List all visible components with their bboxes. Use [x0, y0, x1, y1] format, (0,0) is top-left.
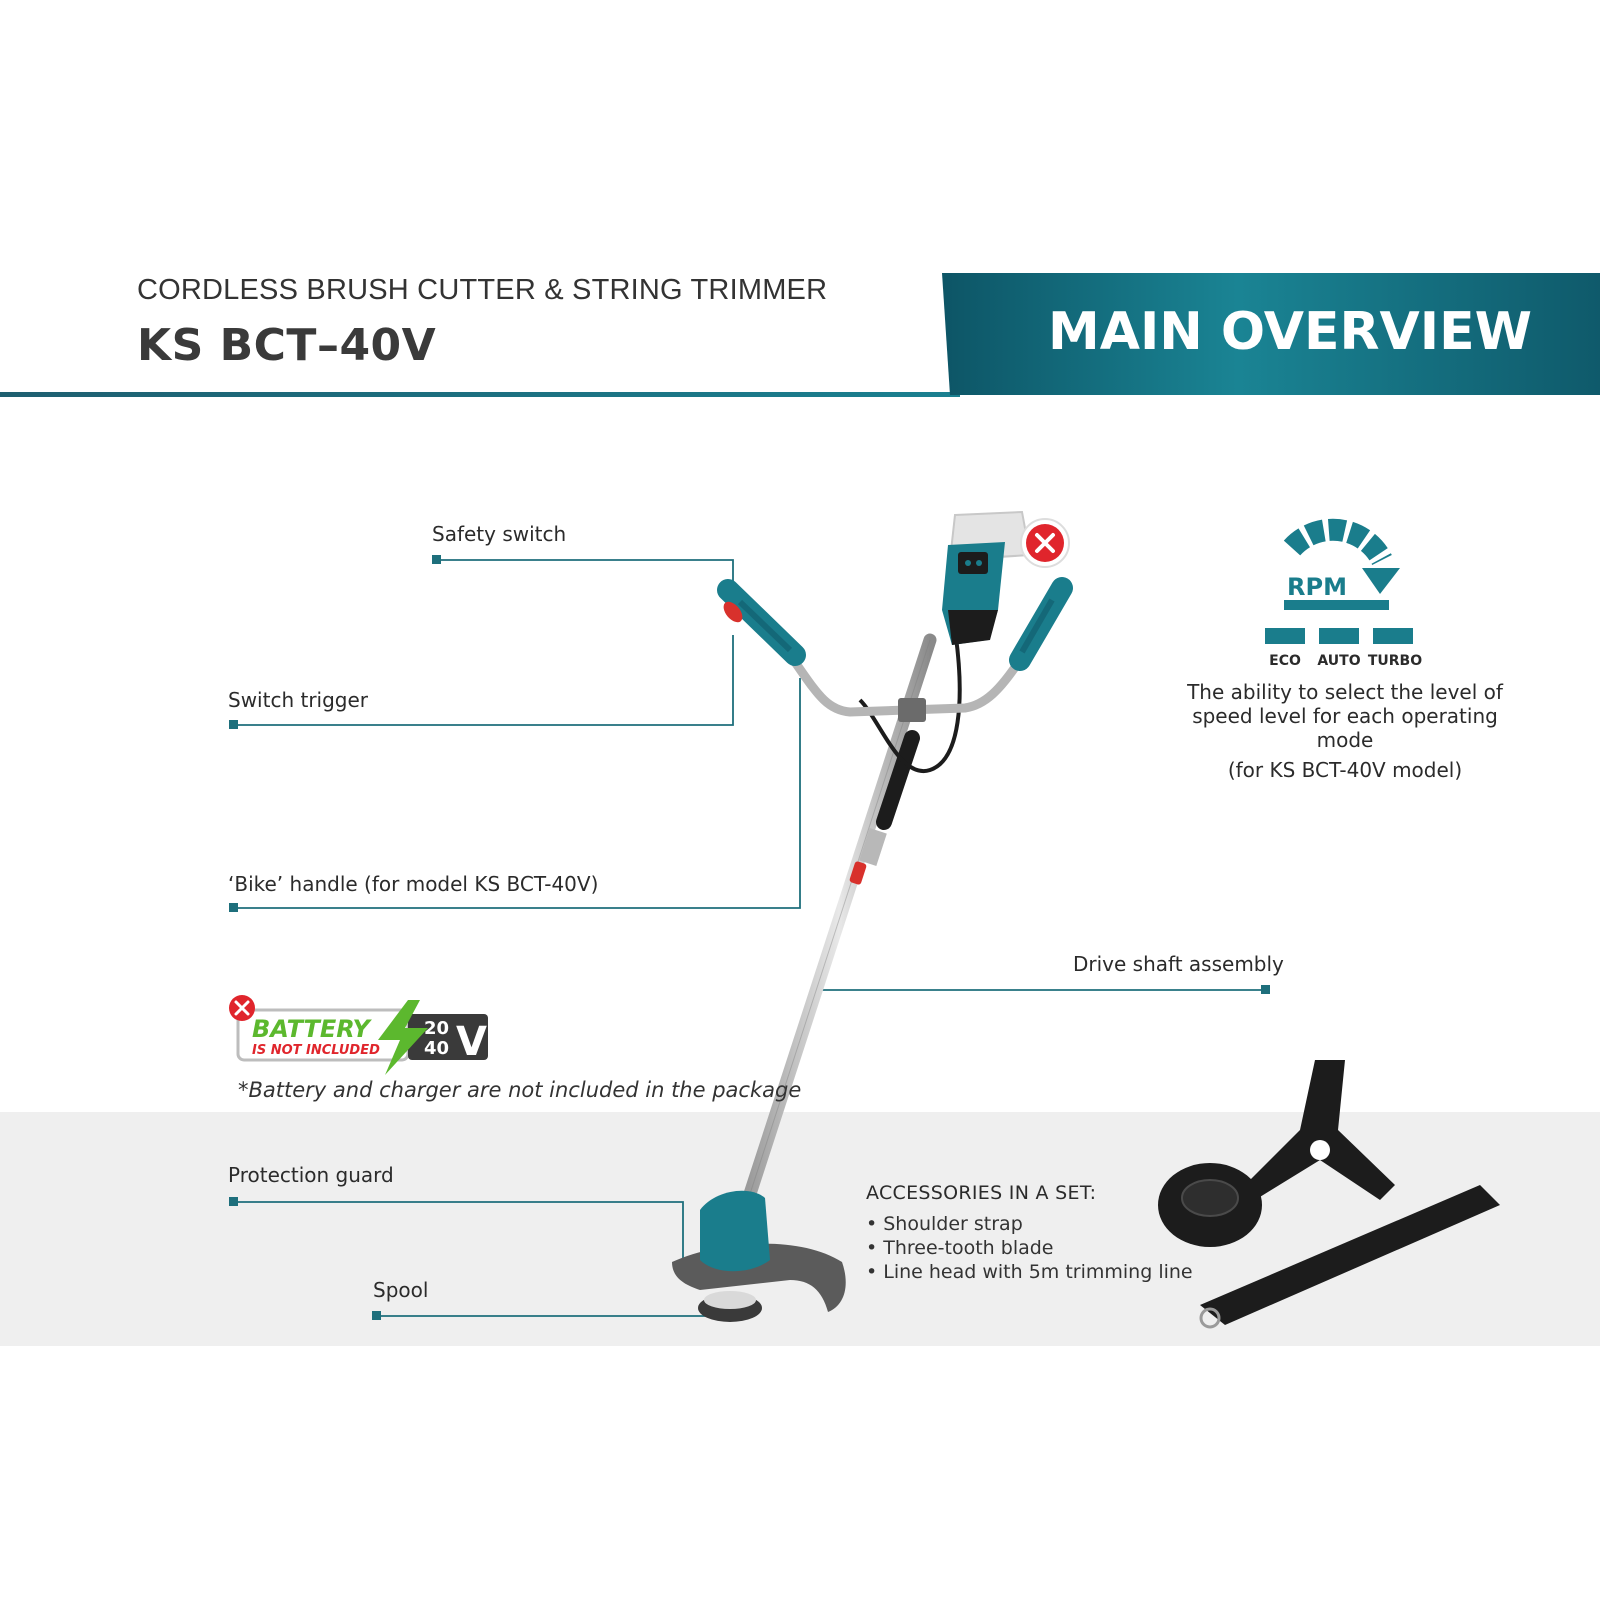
shaft-lock-knob — [849, 861, 867, 885]
battery-badge-sub: IS NOT INCLUDED — [252, 1043, 380, 1058]
safety-switch-marker — [432, 555, 441, 564]
switch-trigger-label: Switch trigger — [228, 688, 369, 712]
callout-markers — [229, 555, 1270, 1320]
main-overview-banner — [942, 273, 1600, 395]
shaft-coupler — [859, 828, 887, 866]
eco-mode-label: ECO — [1269, 653, 1301, 669]
product-subtitle: CORDLESS BRUSH CUTTER & STRING TRIMMER — [137, 274, 828, 306]
voltage-top: 20 — [424, 1018, 449, 1039]
control-panel — [958, 552, 988, 574]
safety-switch-label: Safety switch — [432, 522, 567, 546]
accessory-item: Shoulder strap — [866, 1212, 1193, 1236]
rpm-speed-icon — [1283, 518, 1400, 610]
spool-label: Spool — [373, 1278, 429, 1302]
protection-guard-label: Protection guard — [228, 1163, 394, 1187]
accessories-list: Shoulder strap Three-tooth blade Line he… — [866, 1212, 1193, 1284]
turbo-mode-label: TURBO — [1368, 653, 1422, 669]
battery-badge — [229, 995, 488, 1075]
bike-handle-label: ‘Bike’ handle (for model KS BCT-40V) — [228, 872, 599, 896]
callout-lines — [234, 559, 1266, 1317]
safety-warning-icon — [1020, 518, 1070, 568]
switch-trigger-leader — [234, 635, 734, 726]
switch-trigger-marker — [229, 720, 238, 729]
bike-handle-leader — [234, 678, 801, 909]
eco-mode-bar — [1265, 628, 1305, 644]
rpm-model-note: (for KS BCT-40V model) — [1227, 758, 1463, 782]
protection-guard-marker — [229, 1197, 238, 1206]
drive-shaft — [741, 633, 937, 1207]
rpm-mode-bars — [1265, 628, 1413, 644]
accessory-item: Three-tooth blade — [866, 1236, 1193, 1260]
header-underline — [0, 392, 960, 397]
rpm-icon-label: RPM — [1287, 573, 1347, 601]
accessory-item: Line head with 5m trimming line — [866, 1260, 1192, 1284]
accessories-heading: ACCESSORIES IN A SET: — [866, 1182, 1097, 1204]
motor-head — [700, 1190, 770, 1272]
drive-shaft-label: Drive shaft assembly — [1073, 952, 1284, 976]
auto-mode-label: AUTO — [1317, 653, 1360, 669]
voltage-unit: V — [456, 1019, 487, 1065]
lightning-icon — [378, 1000, 428, 1075]
product-model: KS BCT–40V — [137, 320, 437, 371]
drive-shaft-marker — [1261, 985, 1270, 994]
shaft-grip — [876, 730, 920, 830]
turbo-mode-bar — [1373, 628, 1413, 644]
rpm-description: The ability to select the level of speed… — [1187, 680, 1503, 752]
battery-note: *Battery and charger are not included in… — [238, 1078, 802, 1102]
protection-guard-leader — [234, 1201, 684, 1262]
auto-mode-bar — [1319, 628, 1359, 644]
accessories-illustration — [1158, 1060, 1500, 1329]
shoulder-strap-icon — [1200, 1185, 1500, 1325]
battery-badge-word: BATTERY — [252, 1015, 373, 1043]
main-overview-title: MAIN OVERVIEW — [1047, 302, 1533, 362]
bike-handle-marker — [229, 903, 238, 912]
switch-trigger-part — [723, 601, 743, 623]
voltage-bottom: 40 — [424, 1038, 449, 1059]
three-tooth-blade-icon — [1250, 1060, 1395, 1200]
safety-switch-leader — [437, 559, 734, 600]
trimmer-illustration — [672, 510, 1073, 1322]
bike-handle-bar — [785, 650, 1025, 717]
spool-marker — [372, 1311, 381, 1320]
power-cable — [858, 629, 962, 774]
handle-clamp — [898, 698, 926, 722]
